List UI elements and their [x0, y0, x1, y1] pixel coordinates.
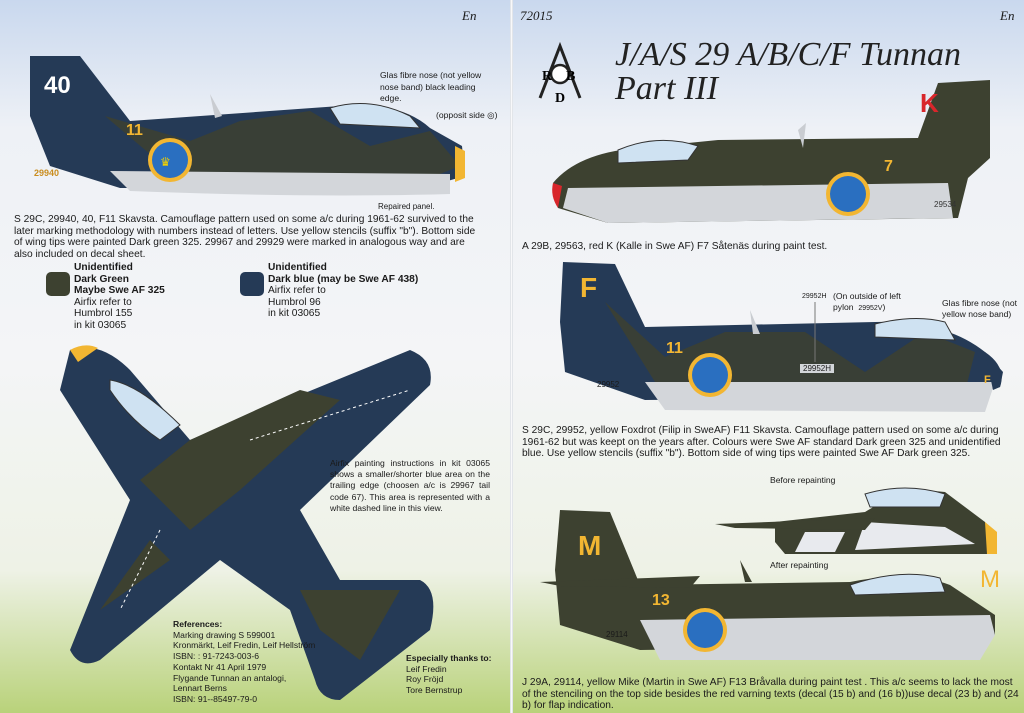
- nose-note: Glas fibre nose (not yellow nose band) b…: [380, 70, 482, 104]
- aircraft-profile-29952: [560, 262, 1003, 412]
- after-repainting-label: After repainting: [770, 560, 829, 570]
- aircraft2-code: K: [920, 88, 939, 118]
- aircraft3-unit-number: 11: [666, 340, 683, 357]
- aircraft4-code: M: [578, 530, 602, 561]
- aircraft-top-view: [60, 345, 434, 700]
- repaired-panel-note: Repaired panel.: [378, 202, 435, 211]
- language-label-left: En: [462, 8, 477, 23]
- page-title: J/A/S 29 A/B/C/F Tunnan: [615, 36, 961, 73]
- before-repainting-label: Before repainting: [770, 475, 836, 485]
- pylon-note: (On outside of left pylon 29952V): [833, 291, 901, 312]
- aircraft2-serial: 29534: [934, 200, 957, 209]
- pylon-serial-label: 29952H: [802, 293, 827, 300]
- aircraft2-caption: A 29B, 29563, red K (Kalle in Swe AF) F7…: [522, 241, 828, 252]
- aircraft-profile-29114: [540, 510, 995, 660]
- aircraft2-unit-number: 7: [884, 158, 893, 175]
- svg-text:R: R: [542, 69, 553, 84]
- kit-number: 72015: [520, 8, 553, 23]
- aircraft4-caption: J 29A, 29114, yellow Mike (Martin in Swe…: [522, 677, 1019, 712]
- aircraft3-serial: 29952: [597, 380, 620, 389]
- opposite-side-text: (opposit side: [436, 110, 485, 120]
- opposite-side-end: ): [494, 110, 498, 120]
- page-subtitle: Part III: [615, 70, 718, 107]
- aircraft-before-repainting: [715, 487, 997, 554]
- aircraft1-code: 40: [44, 72, 71, 99]
- svg-text:D: D: [555, 91, 565, 106]
- aircraft-profile-29940: ♛: [30, 56, 465, 196]
- opposite-side-note: (opposit side ◎): [436, 110, 498, 120]
- page-fold: [510, 0, 513, 713]
- aircraft1-caption: S 29C, 29940, 40, F11 Skavsta. Camouflag…: [14, 214, 476, 260]
- aircraft-profile-29563: [552, 80, 990, 223]
- dark-green-swatch: [46, 272, 70, 296]
- dark-blue-legend: Unidentified Dark blue (may be Swe AF 43…: [268, 262, 419, 320]
- language-label-right: En: [1000, 8, 1015, 23]
- references: References: Marking drawing S 599001 Kro…: [173, 619, 316, 704]
- thanks: Especially thanks to: Leif Fredin Roy Fr…: [406, 653, 492, 696]
- dark-green-legend: Unidentified Dark Green Maybe Swe AF 325…: [74, 262, 165, 331]
- aircraft1-serial: 29940: [34, 168, 60, 178]
- svg-text:B: B: [566, 69, 575, 84]
- svg-text:♛: ♛: [160, 155, 171, 169]
- glas-fibre-nose-note: Glas fibre nose (not yellow nose band): [942, 298, 1017, 319]
- aircraft1-unit-number: 11: [126, 122, 143, 139]
- aircraft4-unit-number: 13: [652, 592, 670, 609]
- aircraft3-caption: S 29C, 29952, yellow Foxdrot (Filip in S…: [522, 425, 1001, 460]
- dark-blue-swatch: [240, 272, 264, 296]
- airfix-note: Airfix painting instructions in kit 0306…: [330, 458, 490, 513]
- aircraft3-fuselage-serial: 29952H: [800, 364, 835, 373]
- aircraft4-serial: 29114: [606, 630, 628, 639]
- rbd-logo: R B D: [538, 41, 582, 106]
- aircraft3-code: F: [580, 272, 598, 303]
- aircraft3-nose-code: F: [984, 374, 991, 386]
- aircraft4-nose-code: M: [980, 566, 1000, 593]
